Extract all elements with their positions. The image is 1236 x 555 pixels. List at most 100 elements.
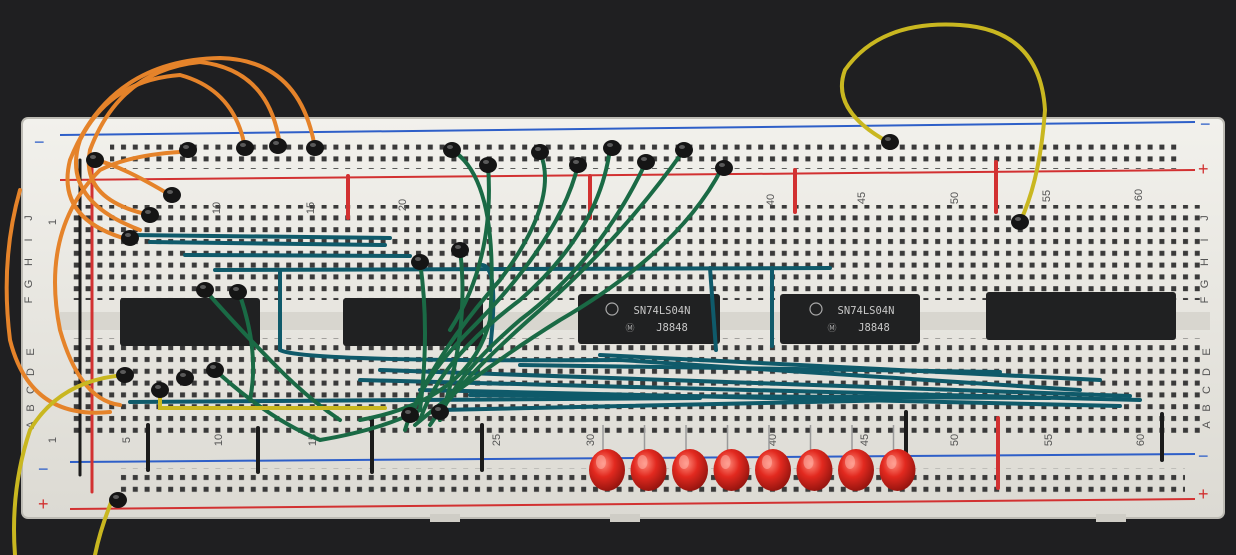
row-letter-j-right: J — [1199, 215, 1211, 221]
wire-plug-13 — [603, 140, 621, 156]
row-letter-h-left: H — [23, 258, 35, 266]
row-letter-i-left: I — [23, 238, 35, 241]
wire-plug-20 — [451, 242, 469, 258]
wire-plug-highlight-9 — [447, 145, 453, 149]
row-letter-i-right: I — [1199, 238, 1211, 241]
chip-3-part-number: SN74LS04N — [634, 305, 691, 317]
wire-plug-22 — [229, 284, 247, 300]
wire-plug-highlight-7 — [125, 233, 131, 237]
wire-plug-highlight-26 — [210, 365, 216, 369]
wire-plug-highlight-27 — [405, 410, 411, 414]
wire-plug-highlight-14 — [641, 157, 647, 161]
wire-plug-6 — [141, 207, 159, 223]
wire-plug-17 — [881, 134, 899, 150]
wire-plug-16 — [715, 160, 733, 176]
row-letter-d-right: D — [1201, 368, 1213, 376]
wire-plug-2 — [236, 140, 254, 156]
row-letter-e-left: E — [25, 348, 37, 355]
wire-plug-27 — [401, 407, 419, 423]
wire-plug-highlight-20 — [455, 245, 461, 249]
wire-plug-highlight-15 — [679, 145, 685, 149]
wire-plug-highlight-4 — [310, 143, 316, 147]
green-wires — [203, 146, 724, 443]
rail-plus-bottom-left: + — [38, 494, 49, 514]
column-number-bottom-50: 50 — [949, 434, 961, 446]
wire-plug-highlight-11 — [535, 147, 541, 151]
wire-plug-1 — [179, 142, 197, 158]
column-number-bottom-10: 10 — [213, 434, 225, 446]
wire-plug-10 — [479, 157, 497, 173]
row-letter-d-left: D — [25, 368, 37, 376]
wire-plug-15 — [675, 142, 693, 158]
wire-plug-highlight-5 — [167, 190, 173, 194]
rail-minus-top-left: − — [34, 132, 45, 152]
row-letter-b-right: B — [1201, 404, 1213, 411]
wire-plug-highlight-16 — [719, 163, 725, 167]
chip-3-date-code: J8848 — [656, 322, 688, 334]
column-number-top-40: 40 — [765, 194, 777, 206]
red-led-4 — [713, 449, 750, 491]
wire-plug-4 — [306, 140, 324, 156]
led-glare-4 — [720, 455, 731, 469]
yellow-wires — [12, 22, 1048, 555]
wire-plug-highlight-8 — [90, 155, 96, 159]
wire-plug-highlight-17 — [885, 137, 891, 141]
column-number-bottom-45: 45 — [859, 434, 871, 446]
rail-minus-top-right: − — [1200, 114, 1211, 134]
row-letter-e-right: E — [1201, 348, 1213, 355]
chip-3: Ⓜ SN74LS04N J8848 — [578, 294, 720, 344]
rail-minus-bottom-left: − — [38, 459, 49, 479]
wire-plug-highlight-13 — [607, 143, 613, 147]
row-letter-f-left: F — [23, 296, 35, 303]
chip-4-part-number: SN74LS04N — [838, 305, 895, 317]
red-led-3 — [672, 449, 708, 491]
row-letter-c-right: C — [1201, 386, 1213, 394]
wire-plug-24 — [151, 382, 169, 398]
column-number-bottom-1: 1 — [47, 437, 59, 443]
rail-plus-top-right: + — [1198, 159, 1209, 179]
column-number-bottom-60: 60 — [1135, 434, 1147, 446]
chip-3-logo-icon: Ⓜ — [625, 323, 634, 333]
wire-plug-highlight-24 — [155, 385, 161, 389]
wire-plug-18 — [1011, 214, 1029, 230]
wire-plug-highlight-2 — [240, 143, 246, 147]
chip-4: Ⓜ SN74LS04N J8848 — [780, 294, 920, 344]
column-number-top-1: 1 — [47, 219, 59, 225]
column-number-bottom-5: 5 — [121, 437, 133, 443]
column-number-bottom-55: 55 — [1043, 434, 1055, 446]
chip-2 — [343, 298, 483, 346]
led-glare-7 — [845, 455, 855, 469]
wire-plug-26 — [206, 362, 224, 378]
wire-plug-highlight-23 — [120, 370, 126, 374]
column-number-top-55: 55 — [1041, 190, 1053, 202]
wire-plug-28 — [431, 404, 449, 420]
wire-plug-7 — [121, 230, 139, 246]
row-letter-g-right: G — [1199, 280, 1211, 289]
led-row — [589, 425, 916, 491]
wire-plug-8 — [86, 152, 104, 168]
column-number-bottom-40: 40 — [767, 434, 779, 446]
red-led-6 — [796, 449, 833, 491]
wire-plug-19 — [411, 254, 429, 270]
column-number-bottom-25: 25 — [491, 434, 503, 446]
wire-plug-highlight-21 — [200, 285, 206, 289]
rail-plus-bottom-right: + — [1198, 484, 1209, 504]
led-glare-3 — [679, 455, 689, 469]
chip-5 — [986, 292, 1176, 340]
row-letter-j-left: J — [23, 215, 35, 221]
column-number-top-15: 15 — [305, 202, 317, 214]
wire-plug-25 — [176, 370, 194, 386]
wire-plug-12 — [569, 157, 587, 173]
wire-plug-23 — [116, 367, 134, 383]
row-letter-b-left: B — [25, 404, 37, 411]
wire-plug-highlight-10 — [483, 160, 489, 164]
row-letter-h-right: H — [1199, 258, 1211, 266]
led-glare-2 — [637, 455, 648, 469]
column-number-bottom-30: 30 — [585, 434, 597, 446]
red-led-2 — [630, 449, 667, 491]
wire-plug-29 — [109, 492, 127, 508]
column-number-top-50: 50 — [949, 192, 961, 204]
